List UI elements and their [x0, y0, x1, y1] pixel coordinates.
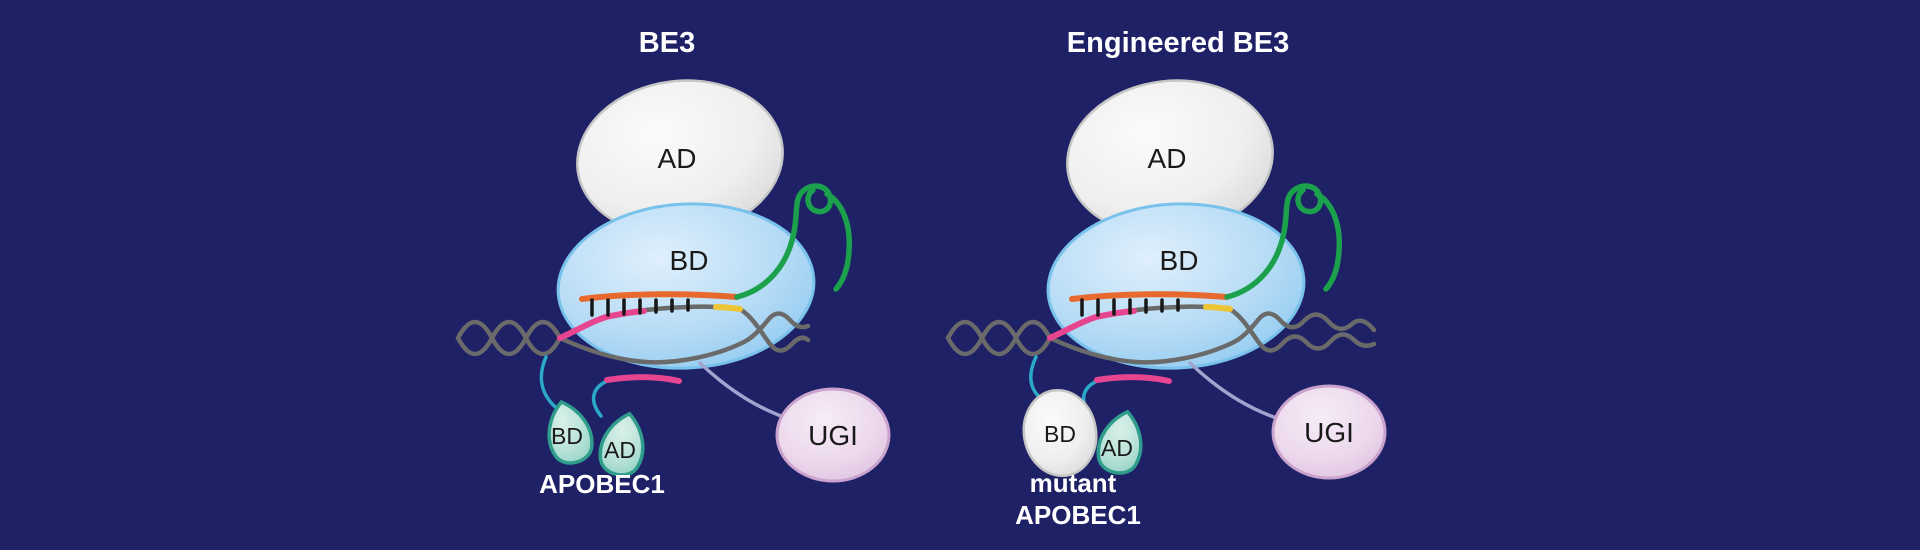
dna-strand-b [945, 311, 1377, 365]
dna-strand-b [455, 311, 811, 365]
base-pair-ticks [1080, 298, 1180, 317]
be3-title: BE3 [639, 27, 695, 59]
apobec-bd-label: BD [551, 423, 583, 449]
cas9-ad-label: AD [1148, 143, 1187, 174]
ugi-label: UGI [808, 420, 858, 451]
ugi-protein: UGI [1271, 384, 1387, 480]
sgrna-tail [824, 191, 853, 292]
apobec-bd-mutant-ellipse [1022, 388, 1098, 478]
sgrna-loop [1224, 183, 1324, 300]
apobec1-enzyme: BD AD [547, 399, 645, 477]
ugi-ellipse [775, 387, 891, 483]
cas9-ad-label: AD [658, 143, 697, 174]
target-strand-pink-segment [1047, 308, 1137, 341]
apobec-ad-leaf [598, 411, 645, 477]
be3-complex: BE3 BD AD UGI AD BD APOBEC1 [455, 27, 891, 499]
base-pair-ticks [590, 298, 690, 317]
sgrna-loop [734, 183, 834, 300]
cas9-bd-label: BD [1160, 245, 1199, 276]
engineered-be3-complex: Engineered BE3 BD AD UGI AD BD mutant AP… [945, 27, 1387, 530]
apobec1-name-label: APOBEC1 [539, 469, 665, 499]
sgrna-tail [1314, 191, 1343, 292]
displaced-strand-pink-line [1094, 374, 1172, 384]
ugi-protein: UGI [775, 387, 891, 483]
cas9-bd-blob [1046, 202, 1306, 370]
apobec-ad-label: AD [604, 437, 636, 463]
guide-rna-line [579, 291, 740, 302]
ugi-ellipse [1271, 384, 1387, 480]
apobec-bd-label: BD [1044, 421, 1076, 447]
ugi-linker [1188, 361, 1284, 422]
mutant-label-line1: mutant [1030, 468, 1117, 498]
pam-yellow-segment [713, 304, 743, 312]
displaced-strand-pink-line [604, 374, 682, 384]
apobec-ad-label: AD [1101, 435, 1133, 461]
cas9-bd-label: BD [670, 245, 709, 276]
apobec-bd-leaf [547, 399, 594, 465]
guide-rna-line [1069, 291, 1230, 302]
mutant-apobec1-enzyme: BD AD [1022, 388, 1143, 478]
ugi-label: UGI [1304, 417, 1354, 448]
apobec-ad-leaf [1096, 409, 1143, 475]
target-strand-pink-segment [557, 308, 647, 341]
engineered-be3-title: Engineered BE3 [1067, 27, 1289, 59]
cas9-bd-blob [556, 202, 816, 370]
apobec-linker-right [591, 379, 609, 418]
mutant-label-line2: APOBEC1 [1015, 500, 1141, 530]
pam-yellow-segment [1203, 304, 1233, 312]
